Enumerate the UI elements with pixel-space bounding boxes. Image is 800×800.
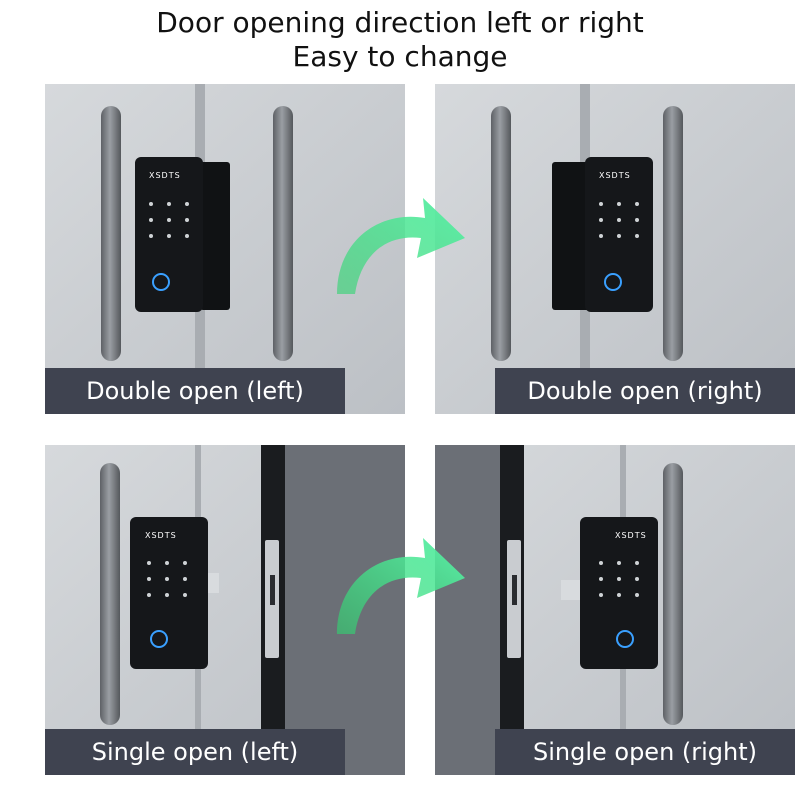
panel-caption: Double open (left)	[45, 368, 345, 414]
door-scene: XSDTS	[435, 445, 795, 775]
brand-label: XSDTS	[615, 531, 647, 540]
panel-caption: Single open (left)	[45, 729, 345, 775]
brand-label: XSDTS	[145, 531, 177, 540]
smart-lock: XSDTS	[580, 517, 658, 669]
panel-caption: Single open (right)	[495, 729, 795, 775]
fingerprint-icon	[150, 630, 168, 648]
header: Door opening direction left or right Eas…	[0, 6, 800, 74]
smart-lock: XSDTS	[135, 157, 203, 312]
handle-bar	[663, 106, 683, 361]
handle-bar	[491, 106, 511, 361]
handle-bar	[101, 106, 121, 361]
fingerprint-icon	[616, 630, 634, 648]
brand-label: XSDTS	[149, 171, 181, 180]
header-line-1: Door opening direction left or right	[156, 6, 644, 39]
door-scene: XSDTS	[45, 84, 405, 414]
handle-bar	[100, 463, 120, 725]
handle-bar	[663, 463, 683, 725]
smart-lock: XSDTS	[585, 157, 653, 312]
panel-caption: Double open (right)	[495, 368, 795, 414]
panel-double-open-left: XSDTS Double open (left)	[45, 84, 405, 414]
header-line-2: Easy to change	[292, 40, 508, 73]
curved-arrow-icon	[337, 538, 465, 634]
smart-lock: XSDTS	[130, 517, 208, 669]
brand-label: XSDTS	[599, 171, 631, 180]
panel-single-open-right: XSDTS Single open (right)	[435, 445, 795, 775]
handle-bar	[273, 106, 293, 361]
door-scene: XSDTS	[435, 84, 795, 414]
fingerprint-icon	[152, 273, 170, 291]
fingerprint-icon	[604, 273, 622, 291]
curved-arrow-icon	[337, 198, 465, 294]
panel-double-open-right: XSDTS Double open (right)	[435, 84, 795, 414]
